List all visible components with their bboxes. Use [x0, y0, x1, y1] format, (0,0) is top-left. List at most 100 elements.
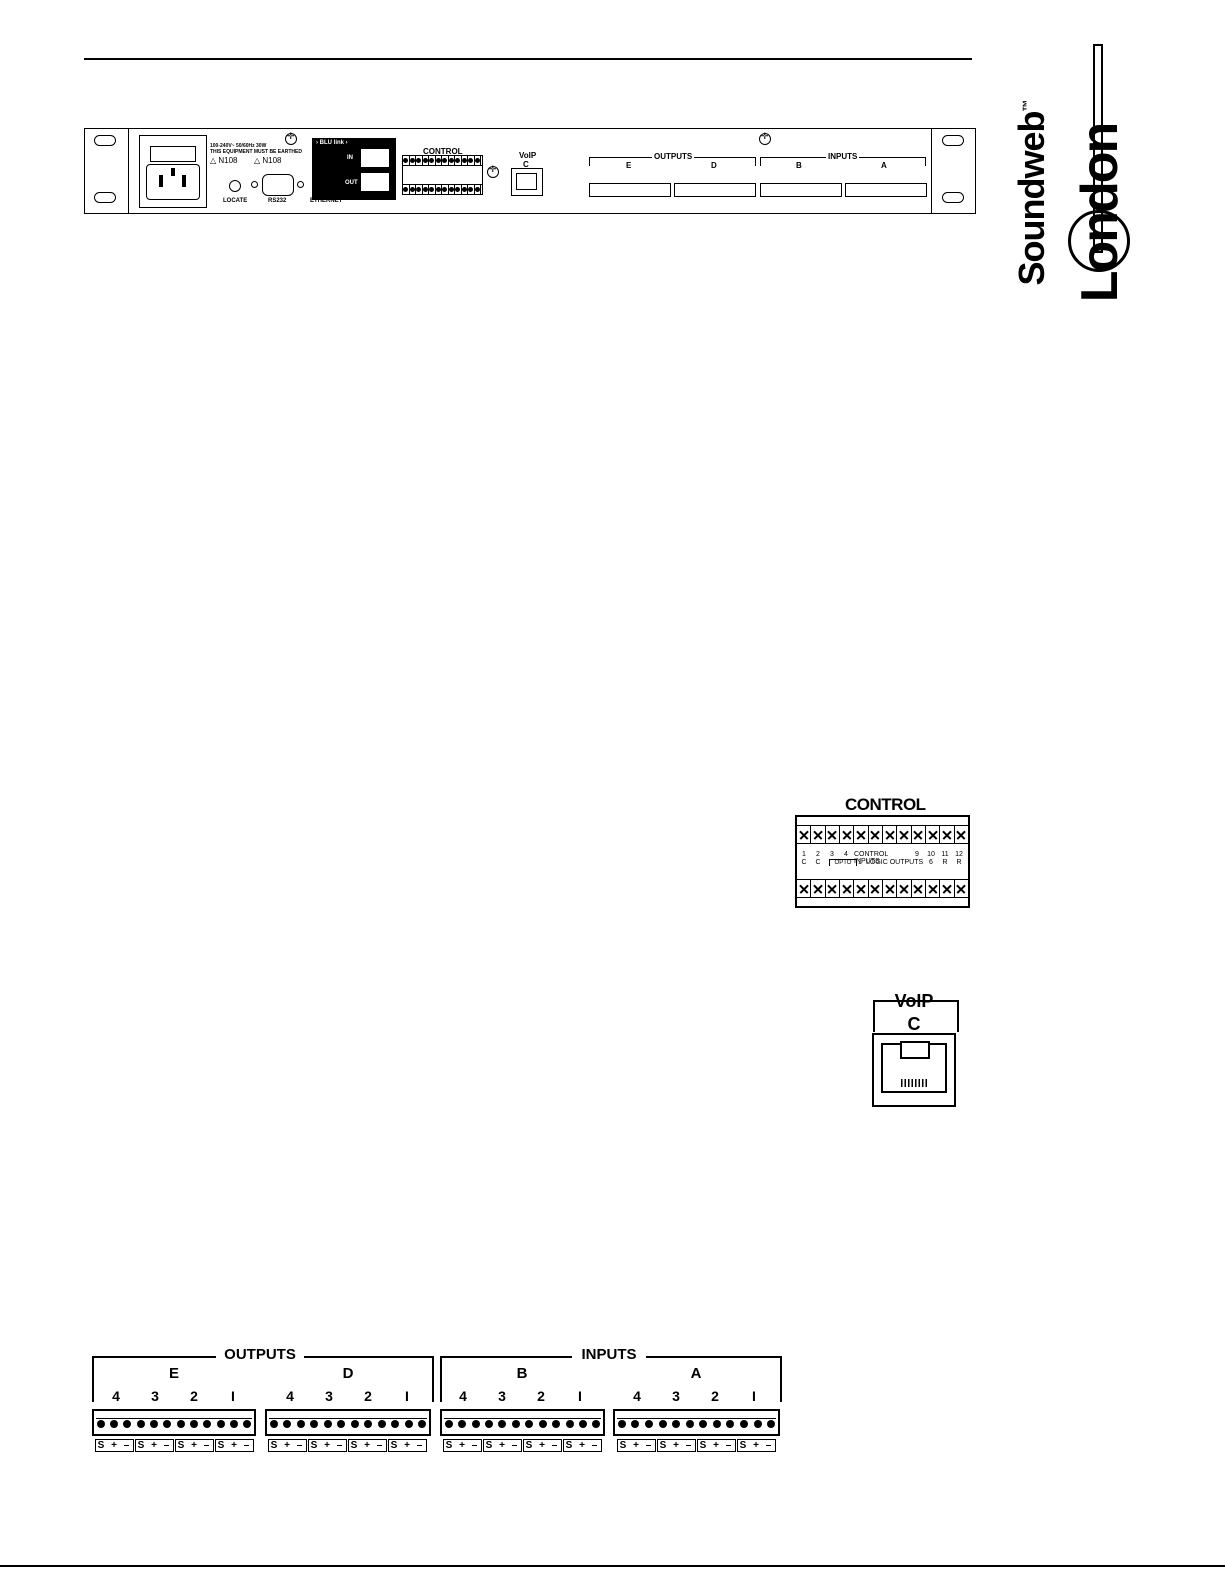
control-pin-number: 12 [955, 851, 963, 858]
channel-number: 2 [537, 1388, 545, 1404]
control-label: CONTROL [423, 147, 463, 156]
card-a-label: A [881, 161, 887, 170]
channel-number: 3 [672, 1388, 680, 1404]
control-pin-letter: C [801, 859, 807, 866]
earth-warning-text: THIS EQUIPMENT MUST BE EARTHED [210, 149, 302, 155]
card-e-detail-label: E [168, 1365, 179, 1382]
brand-product: Soundweb™ [1011, 100, 1052, 286]
control-pin-number: 3 [830, 851, 834, 858]
voip-label: VoIP [519, 151, 537, 160]
blulink-out-label: OUT [345, 180, 358, 186]
output-card-e-terminal[interactable] [589, 183, 671, 197]
channel-number: 3 [498, 1388, 506, 1404]
input-card-b-terminal[interactable] [760, 183, 842, 197]
rj45-pins [901, 1079, 929, 1087]
ground-screw-icon [759, 131, 771, 145]
bottom-rule [0, 1565, 1225, 1567]
outputs-label: OUTPUTS [652, 152, 695, 161]
card-a-detail-label: A [690, 1365, 702, 1382]
pin-label: S + – [135, 1439, 174, 1452]
brand-model: London [1071, 123, 1129, 303]
pin-label: S + – [657, 1439, 696, 1452]
blulink-label: › BLU link › [316, 140, 348, 146]
cert-mark-1: △ N108 [210, 156, 238, 165]
pin-label: S + – [388, 1439, 427, 1452]
inputs-label: INPUTS [826, 152, 860, 161]
output-card-d-plug[interactable] [265, 1409, 431, 1436]
card-b-label: B [796, 161, 802, 170]
channel-number: I [405, 1388, 409, 1404]
channel-number: 3 [325, 1388, 333, 1404]
input-card-a-terminal[interactable] [845, 183, 927, 197]
control-bottom-terminals [797, 879, 968, 898]
opto-label: OPTO [829, 859, 857, 866]
logic-outputs-label: LOGIC OUTPUTS [866, 859, 924, 866]
channel-number: 4 [633, 1388, 641, 1404]
control-terminal[interactable] [402, 155, 483, 195]
channel-number: I [231, 1388, 235, 1404]
pin-label: S + – [215, 1439, 254, 1452]
output-card-d-terminal[interactable] [674, 183, 756, 197]
pin-label: S + – [175, 1439, 214, 1452]
pin-label: S + – [443, 1439, 482, 1452]
control-pin-letter: C [815, 859, 821, 866]
power-inlet [139, 135, 207, 208]
rack-ear-right [930, 128, 976, 214]
voip-rj45-port[interactable] [872, 1033, 956, 1107]
rs232-screw-left [251, 181, 258, 188]
power-rating-text: 100-240V~ 50/60Hz 30W [210, 143, 267, 149]
control-pin-letter: R [942, 859, 948, 866]
control-pin-number: 10 [927, 851, 935, 858]
blulink-out-port[interactable] [360, 172, 390, 192]
blulink-in-port[interactable] [360, 148, 390, 168]
pin-label: S + – [563, 1439, 602, 1452]
input-card-b-plug[interactable] [440, 1409, 605, 1436]
channel-number: 4 [286, 1388, 294, 1404]
card-b-detail-label: B [516, 1365, 528, 1382]
card-e-label: E [626, 161, 632, 170]
channel-number: I [752, 1388, 756, 1404]
blulink-block: › BLU link › IN OUT [312, 138, 396, 200]
control-pin-number: 2 [816, 851, 820, 858]
control-connector[interactable] [795, 815, 970, 908]
rack-ear-left [84, 128, 130, 214]
rs232-port[interactable] [262, 174, 294, 196]
control-pin-letter: 1 [858, 859, 862, 866]
channel-number: 4 [112, 1388, 120, 1404]
pin-label: S + – [308, 1439, 347, 1452]
ethernet-label: ETHERNET [310, 198, 343, 204]
voip-port[interactable] [511, 168, 543, 196]
rs232-label: RS232 [268, 198, 287, 204]
voip-bracket [873, 1000, 959, 1032]
channel-number: 3 [151, 1388, 159, 1404]
card-d-label: D [711, 161, 717, 170]
control-top-terminals [797, 825, 968, 844]
rs232-screw-right [297, 181, 304, 188]
voip-detail-card: C [907, 1014, 921, 1034]
control-pin-number: 9 [915, 851, 919, 858]
input-card-a-plug[interactable] [613, 1409, 780, 1436]
channel-number: I [578, 1388, 582, 1404]
inputs-detail-label: INPUTS [572, 1346, 646, 1363]
pin-label: S + – [737, 1439, 776, 1452]
top-rule [84, 58, 972, 60]
ground-screw-icon [285, 131, 297, 145]
chassis-ground-icon [487, 164, 499, 178]
voip-card-label: C [523, 160, 529, 169]
voip-detail-title: VoIP [894, 991, 934, 1011]
control-pin-number: 11 [941, 851, 949, 858]
channel-number: 2 [190, 1388, 198, 1404]
locate-button[interactable] [229, 180, 241, 192]
control-detail-title: CONTROL [845, 795, 926, 814]
cert-mark-2: △ N108 [254, 156, 282, 165]
pin-label: S + – [348, 1439, 387, 1452]
logo-ring [1068, 210, 1130, 272]
pin-label: S + – [483, 1439, 522, 1452]
pin-label: S + – [268, 1439, 307, 1452]
blulink-in-label: IN [347, 155, 353, 161]
output-card-e-plug[interactable] [92, 1409, 256, 1436]
channel-number: 2 [711, 1388, 719, 1404]
outputs-detail-label: OUTPUTS [216, 1346, 304, 1363]
control-pin-number: 4 [844, 851, 848, 858]
pin-label: S + – [523, 1439, 562, 1452]
